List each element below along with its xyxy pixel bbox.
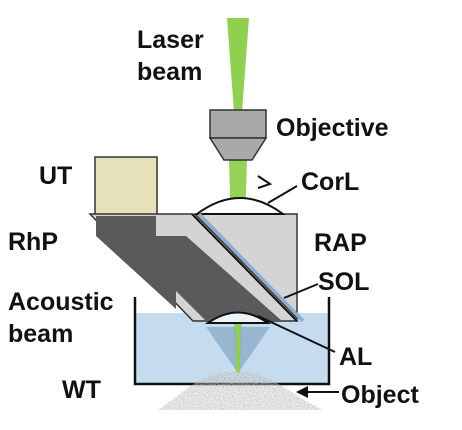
ultrasonic-transducer <box>94 156 158 216</box>
object-arrowhead <box>296 386 308 398</box>
silicone-oil-layer-inner <box>197 212 305 323</box>
label-acoustic-beam-line1: Acoustic <box>8 288 114 316</box>
label-rhp: RhP <box>8 228 58 256</box>
acoustic-beam-path <box>96 216 282 321</box>
correction-lens <box>193 197 287 215</box>
label-laser-beam-line1: Laser <box>137 26 204 54</box>
label-ut: UT <box>39 162 72 190</box>
imaging-object <box>157 371 323 411</box>
acoustic-lens <box>204 311 272 324</box>
silicone-oil-layer-outer <box>191 213 298 322</box>
al-leader <box>257 315 336 353</box>
label-acoustic-beam-line2: beam <box>8 320 73 348</box>
objective-lens <box>208 109 268 161</box>
laser-beam-upper <box>227 18 249 112</box>
label-corl: CorL <box>301 168 359 196</box>
corl-arrowhead <box>257 175 273 189</box>
label-object: Object <box>341 381 419 409</box>
corl-leader <box>267 185 298 204</box>
sol-leader <box>283 283 319 299</box>
label-wt: WT <box>62 376 101 404</box>
label-rap: RAP <box>314 229 367 257</box>
label-al: AL <box>339 343 372 371</box>
label-sol: SOL <box>318 268 369 296</box>
label-objective: Objective <box>276 114 389 142</box>
label-laser-beam-line2: beam <box>137 58 202 86</box>
